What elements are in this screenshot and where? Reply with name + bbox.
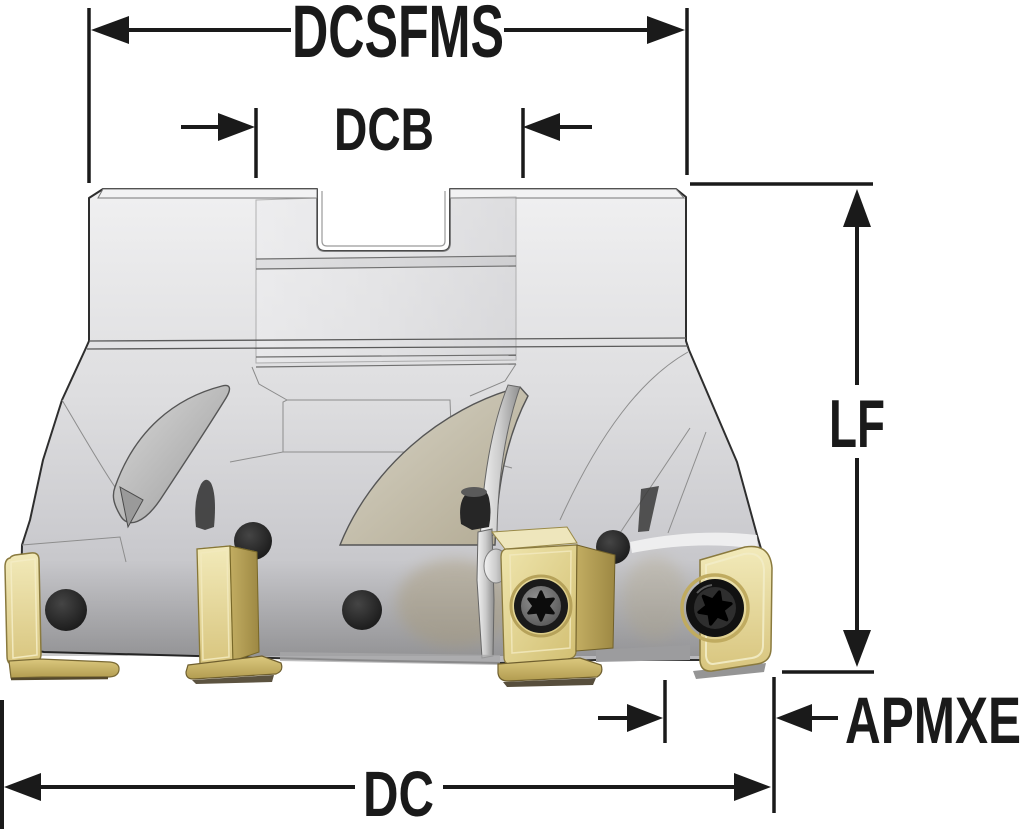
bottom-strip-right [596,645,690,662]
dim-lf: LF [690,182,885,674]
insert-left-corner [4,552,120,681]
body-top-face [97,188,686,199]
dim-dcsfms: DCSFMS [87,0,689,183]
insert-center-left [185,545,283,684]
cone-highlight [630,532,758,553]
arrowhead-left [4,773,41,801]
arrowhead-right [647,16,685,44]
coolant-hole-1 [45,589,87,631]
label-dc: DC [363,758,434,830]
warm-reflection-2 [623,556,687,640]
torx-screw-right [680,573,750,643]
drive-notch-chamfer [321,191,446,247]
arrowhead-left-in [218,113,255,141]
arrowhead-right [734,773,771,801]
arrowhead-right-in [523,113,560,141]
arrowhead-left [91,16,129,44]
arrowhead-right-in [776,704,812,732]
label-apmxe: APMXE [845,683,1021,757]
insert-center-right [483,526,616,687]
inserts [4,526,773,687]
lower-shade [30,560,736,656]
flute-left-notch [119,486,144,529]
label-dcsfms: DCSFMS [292,0,504,73]
insert-right-corner [680,545,773,679]
insert-tip-dark-left [195,479,215,530]
arrowhead-up [843,189,871,227]
dim-dc: DC [0,700,771,830]
arrowhead-left-in [627,704,663,732]
label-lf: LF [829,386,885,462]
flute-left [112,384,231,524]
dim-apmxe: APMXE [598,677,1021,813]
hub [251,196,517,401]
label-dcb: DCB [334,96,434,163]
arrowhead-down [843,630,871,667]
coolant-holes [45,522,630,631]
dim-dcb: DCB [181,96,592,178]
coolant-hole-3 [342,590,382,630]
flute-right-slit [638,486,659,532]
cutter-body [4,188,773,687]
torx-screw-center [509,574,573,638]
bottom-strip-center [280,652,500,665]
body-chamfer-band [86,337,689,350]
